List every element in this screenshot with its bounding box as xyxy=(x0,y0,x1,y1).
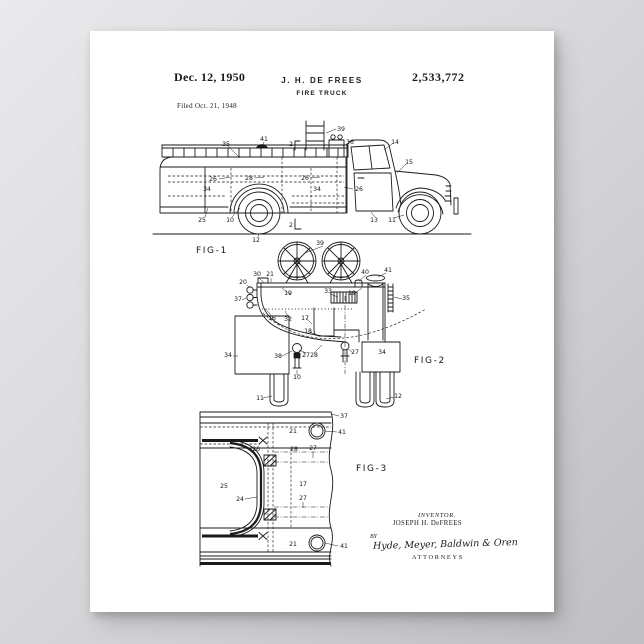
patent-header-center: J. H. DE FREES FIRE TRUCK xyxy=(90,76,554,97)
callout-number: 34 xyxy=(224,352,232,359)
callout-number: 27 xyxy=(302,352,310,359)
callout-number: 41 xyxy=(260,136,268,143)
callout-number: 26 xyxy=(301,175,309,182)
patent-print-poster: Dec. 12, 1950 2,533,772 J. H. DE FREES F… xyxy=(90,31,554,612)
callout-number: 17 xyxy=(301,315,309,322)
filed-date: Filed Oct. 21, 1948 xyxy=(177,102,237,110)
inventor-name: JOSEPH H. DeFREES xyxy=(392,520,462,527)
fig2-label: FIG-2 xyxy=(414,356,446,366)
callout-number: 21 xyxy=(289,428,297,435)
callout-number: 40 xyxy=(361,269,369,276)
attorney-signature: Hyde, Meyer, Baldwin & Oren xyxy=(372,537,518,552)
by-label: BY xyxy=(370,534,378,540)
fig2-linework xyxy=(234,241,401,408)
callout-number: 15 xyxy=(405,159,413,166)
callout-number: 28 xyxy=(290,446,298,453)
fig3-label: FIG-3 xyxy=(356,464,388,474)
callout-number: 2 xyxy=(289,222,293,229)
callout-number: 13 xyxy=(370,217,378,224)
fig3-tank-end-curve xyxy=(229,441,263,536)
callout-number: 26 xyxy=(355,186,363,193)
fig3-leader-lines xyxy=(244,413,340,547)
callout-number: 19 xyxy=(348,290,356,297)
fig1-label: FIG-1 xyxy=(196,246,228,256)
callout-number: 19 xyxy=(284,290,292,297)
patent-title: FIRE TRUCK xyxy=(296,90,348,97)
fig1-light-fixture xyxy=(255,144,269,149)
callout-number: 14 xyxy=(391,139,399,146)
callout-number: 34 xyxy=(378,349,386,356)
callout-number: 30 xyxy=(253,271,261,278)
callout-number: 35 xyxy=(222,141,230,148)
callout-number: 39 xyxy=(337,126,345,133)
callout-number: 34 xyxy=(313,186,321,193)
fig1-leader-lines xyxy=(204,128,407,238)
callout-number: 21 xyxy=(266,271,274,278)
callout-number: 24 xyxy=(236,496,244,503)
fig1-hidden-lines xyxy=(168,157,344,213)
callout-number: 41 xyxy=(384,267,392,274)
callout-number: 37 xyxy=(340,413,348,420)
callout-number: 35 xyxy=(402,295,410,302)
callout-number: 20 xyxy=(239,279,247,286)
callout-number: 21 xyxy=(289,541,297,548)
attorneys-label: ATTORNEYS xyxy=(412,554,464,561)
fig3-cross-members xyxy=(200,439,331,565)
callout-number: 36 xyxy=(346,139,354,146)
fig1-side-view-drawing: 39 35 41 2 36 14 15 26 28 26 34 34 26 25 10 2 13 11 12 FIG… xyxy=(152,120,472,256)
callout-number: 16 xyxy=(268,315,276,322)
callout-number: 38 xyxy=(274,353,282,360)
fig3-plan-view-drawing: 37 21 41 26 28 27 25 17 24 27 21 41 FIG-3 xyxy=(199,411,388,567)
callout-number: 2 xyxy=(289,141,293,148)
callout-number: 18 xyxy=(304,328,312,335)
fig1-callouts: 39 35 41 2 36 14 15 26 28 26 34 34 26 25 10 2 13 11 12 xyxy=(198,126,413,244)
callout-number: 10 xyxy=(226,217,234,224)
callout-number: 25 xyxy=(220,483,228,490)
inventor-name-header: J. H. DE FREES xyxy=(281,76,363,85)
fig3-linework xyxy=(199,411,334,567)
callout-number: 27 xyxy=(351,349,359,356)
callout-number: 26 xyxy=(252,446,260,453)
callout-number: 26 xyxy=(209,176,217,183)
callout-number: 41 xyxy=(340,543,348,550)
inventor-label: INVENTOR. xyxy=(418,512,456,519)
callout-number: 39 xyxy=(316,240,324,247)
callout-number: 37 xyxy=(234,296,242,303)
callout-number: 17 xyxy=(299,481,307,488)
callout-number: 27 xyxy=(309,445,317,452)
patent-issue-date: Dec. 12, 1950 xyxy=(174,70,246,84)
fig3-hidden-lines xyxy=(200,423,331,552)
callout-number: 10 xyxy=(293,374,301,381)
callout-number: 27 xyxy=(299,495,307,502)
callout-number: 11 xyxy=(388,217,396,224)
callout-number: 25 xyxy=(198,217,206,224)
callout-number: 34 xyxy=(203,186,211,193)
callout-number: 12 xyxy=(252,237,260,244)
fig2-leader-lines xyxy=(233,245,403,400)
callout-number: 41 xyxy=(338,429,346,436)
callout-number: 28 xyxy=(310,352,318,359)
callout-number: 28 xyxy=(245,175,253,182)
signature-block: INVENTOR. JOSEPH H. DeFREES BY Hyde, Mey… xyxy=(370,512,518,561)
callout-number: 11 xyxy=(256,395,264,402)
patent-number: 2,533,772 xyxy=(412,70,465,84)
fig3-callouts: 37 21 41 26 28 27 25 17 24 27 21 41 xyxy=(220,413,348,550)
callout-number: 32 xyxy=(284,316,292,323)
callout-number: 33 xyxy=(324,288,332,295)
callout-number: 12 xyxy=(394,393,402,400)
fig2-hidden-curve xyxy=(262,308,427,340)
